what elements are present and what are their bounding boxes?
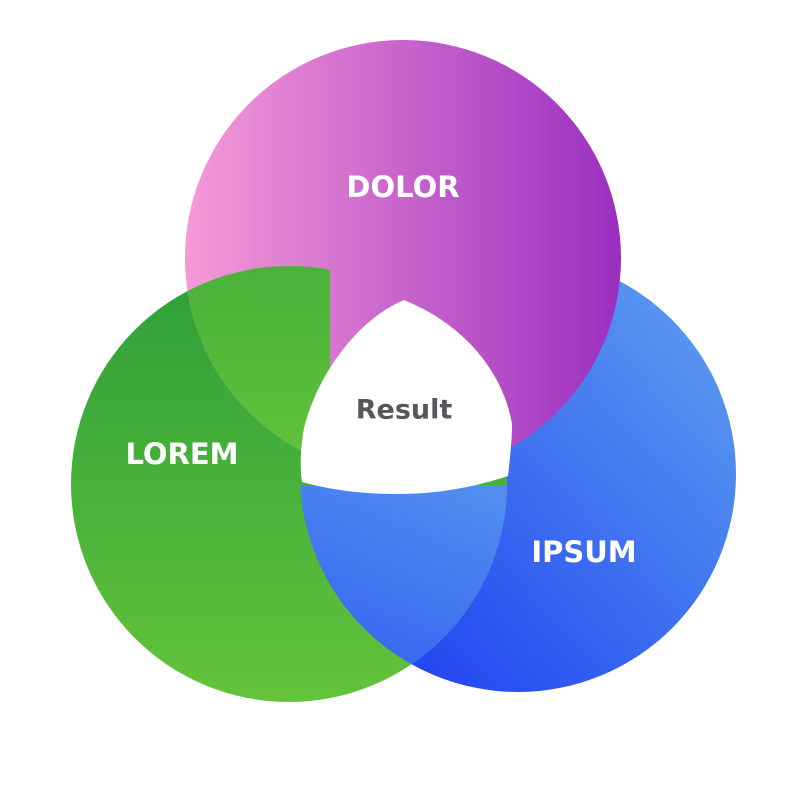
lorem-label: LOREM xyxy=(125,437,238,471)
dolor-label: DOLOR xyxy=(346,170,459,204)
result-region xyxy=(300,300,512,494)
result-label: Result xyxy=(356,395,453,426)
lorem-overlap-front xyxy=(185,266,330,476)
ipsum-label: IPSUM xyxy=(531,535,636,569)
